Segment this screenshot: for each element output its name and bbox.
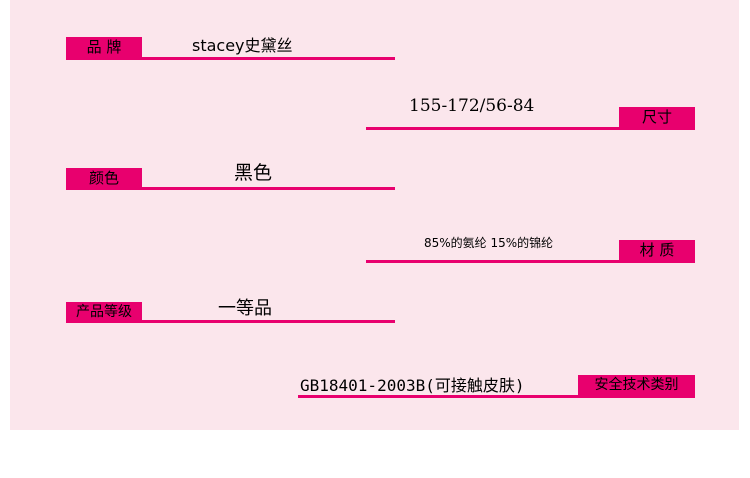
safety-value: GB18401-2003B(可接触皮肤): [300, 376, 525, 395]
size-label: 尺寸: [619, 107, 695, 127]
size-underline: [366, 127, 695, 130]
material-value: 85%的氨纶 15%的锦纶: [424, 236, 554, 250]
brand-label: 品 牌: [66, 37, 142, 57]
spec-panel: [10, 0, 739, 430]
grade-label: 产品等级: [66, 302, 142, 322]
safety-underline: [298, 395, 695, 398]
color-value: 黑色: [234, 162, 273, 184]
brand-value: stacey史黛丝: [192, 36, 293, 55]
safety-label: 安全技术类别: [578, 375, 695, 395]
grade-value: 一等品: [218, 298, 272, 319]
color-label: 颜色: [66, 168, 142, 188]
color-underline: [66, 187, 395, 190]
material-label: 材 质: [619, 240, 695, 260]
grade-underline: [66, 320, 395, 323]
size-value: 155-172/56-84: [409, 96, 535, 116]
brand-underline: [66, 57, 395, 60]
material-underline: [366, 260, 695, 263]
